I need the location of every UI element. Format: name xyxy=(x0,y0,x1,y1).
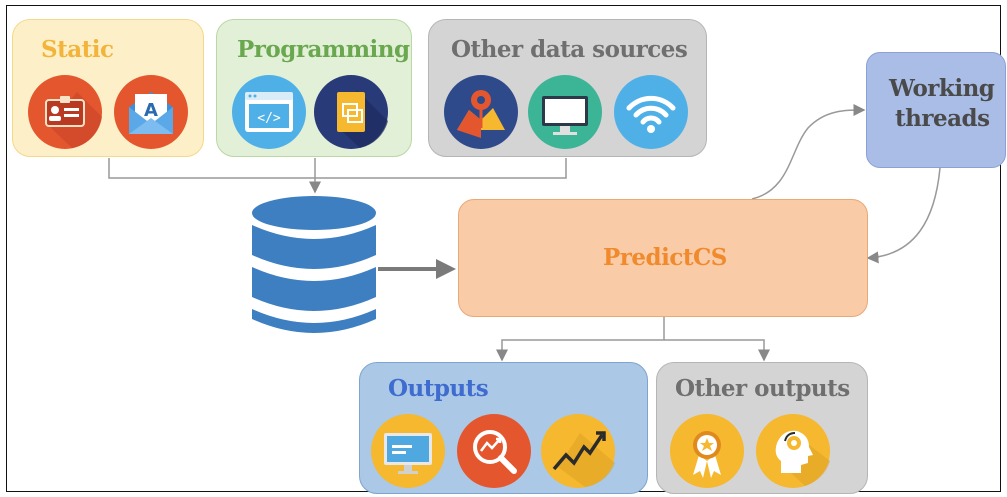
outputs-title: Outputs xyxy=(388,375,489,402)
other-data-sources-box: Other data sources xyxy=(428,19,707,157)
predictcs-to-other-outputs-arrow xyxy=(664,339,770,362)
presentation-icon xyxy=(371,414,445,488)
svg-text:</>: </> xyxy=(257,111,281,126)
threads-to-predictcs-arrow xyxy=(866,167,941,264)
predictcs-label: PredictCS xyxy=(603,244,727,271)
outputs-box: Outputs xyxy=(359,362,648,494)
programming-source-box: Programming </> xyxy=(216,19,412,157)
other-sources-title: Other data sources xyxy=(451,36,688,63)
monitor-icon xyxy=(528,75,602,149)
document-copy-icon xyxy=(314,75,388,149)
map-pin-icon xyxy=(444,75,518,149)
working-threads-line1: Working xyxy=(889,75,995,102)
award-ribbon-icon xyxy=(670,414,744,488)
programming-title: Programming xyxy=(237,36,410,63)
static-source-box: Static A xyxy=(12,19,204,157)
predictcs-box: PredictCS xyxy=(458,199,868,317)
mail-icon: A xyxy=(114,75,188,149)
search-analytics-icon xyxy=(457,414,531,488)
source-merge-line xyxy=(108,158,567,179)
wifi-icon xyxy=(614,75,688,149)
database-icon xyxy=(252,196,376,333)
predictcs-split-line xyxy=(496,317,665,362)
code-window-icon: </> xyxy=(232,75,306,149)
other-outputs-title: Other outputs xyxy=(675,375,850,402)
head-idea-icon xyxy=(756,414,830,488)
static-title: Static xyxy=(41,36,114,63)
predictcs-to-threads-arrow xyxy=(751,104,866,200)
other-outputs-box: Other outputs xyxy=(656,362,868,494)
working-threads-line2: threads xyxy=(895,105,990,132)
id-card-icon xyxy=(28,75,102,149)
trend-chart-icon xyxy=(541,414,615,488)
svg-text:A: A xyxy=(144,100,158,121)
working-threads-box: Working threads xyxy=(866,52,1006,168)
